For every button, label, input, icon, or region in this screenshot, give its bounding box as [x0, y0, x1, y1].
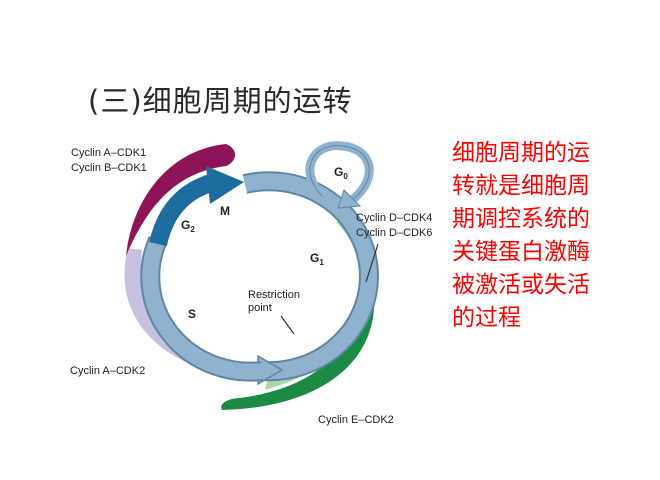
- phase-label-g0: G0: [334, 165, 348, 181]
- cyclin-ab-cdk1-label: Cyclin A–CDK1 Cyclin B–CDK1: [71, 147, 149, 174]
- cell-cycle-ring-left: [140, 235, 264, 382]
- cyclin-a-cdk2-label: Cyclin A–CDK2: [70, 365, 145, 377]
- cyclin-e-cdk2-label: Cyclin E–CDK2: [318, 414, 394, 426]
- restriction-point-pointer: [280, 315, 295, 335]
- phase-label-g2: G2: [181, 218, 195, 234]
- m-phase-arrow: [149, 173, 217, 247]
- phase-label-g1: G1: [310, 251, 324, 267]
- caption-line: 被激活或失活: [452, 272, 590, 298]
- phase-label-m: M: [220, 204, 230, 218]
- restriction-point-label: Restriction point: [248, 289, 303, 314]
- phase-label-s: S: [188, 307, 196, 321]
- cell-cycle-ring-left-inner: [142, 236, 263, 380]
- cyclin-d-pointer: [365, 243, 379, 283]
- cyclin-ab-cdk1-crescent: [126, 144, 236, 256]
- caption-line: 的过程: [452, 305, 521, 331]
- g0-loop-arrowhead: [337, 189, 362, 209]
- caption-line: 转就是细胞周: [452, 173, 590, 199]
- caption-line: 期调控系统的: [452, 206, 590, 232]
- caption-line: 关键蛋白激酶: [452, 239, 590, 265]
- g0-loop-edge: [309, 145, 370, 201]
- cell-cycle-ring-inner: [243, 173, 377, 380]
- cyclin-e-cdk2-crescent: [221, 278, 375, 410]
- slide-title: (三)细胞周期的运转: [88, 84, 353, 118]
- cyclin-d-cdk-label: Cyclin D–CDK4 Cyclin D–CDK6: [356, 212, 435, 239]
- caption-line: 细胞周期的运: [452, 140, 590, 166]
- m-phase-arrowhead: [206, 166, 244, 204]
- caption-text: 细胞周期的运 转就是细胞周 期调控系统的 关键蛋白激酶 被激活或失活 的过程: [452, 137, 620, 335]
